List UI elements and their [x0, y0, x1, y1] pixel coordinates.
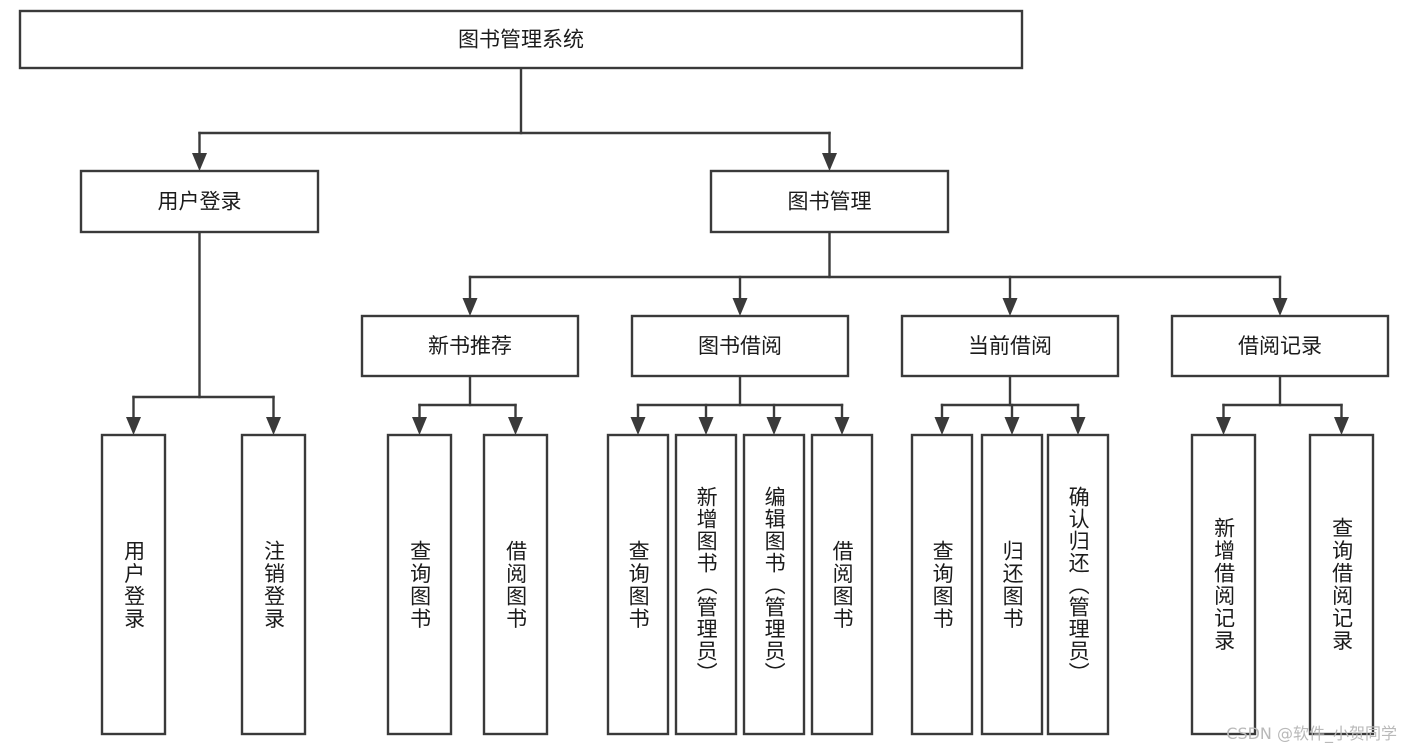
edge-borrow-arrow-3 — [834, 417, 850, 435]
node-label-level1-0: 用户登录 — [158, 190, 242, 214]
node-label-level2-1: 图书借阅 — [698, 334, 782, 358]
node-box-level2-2[interactable] — [900, 314, 1120, 378]
leaf-box-8[interactable] — [910, 433, 974, 736]
connector-layer — [126, 66, 1349, 435]
edge-records-arrow-0 — [1216, 417, 1231, 435]
node-label-level2-0: 新书推荐 — [428, 334, 512, 358]
edge-root-arrow-1 — [822, 153, 837, 171]
leaf-box-10[interactable] — [1046, 433, 1110, 736]
edge-current-arrow-2 — [1070, 417, 1086, 435]
edge-bookmgmt-arrow-1 — [732, 298, 748, 316]
edge-current-arrow-0 — [934, 417, 950, 435]
leaf-box-5[interactable] — [674, 433, 738, 736]
leaf-box-4[interactable] — [606, 433, 670, 736]
node-label-level2-2: 当前借阅 — [968, 334, 1052, 358]
node-box-level1-0[interactable] — [79, 169, 320, 234]
node-box-level2-1[interactable] — [630, 314, 850, 378]
edge-borrow-arrow-2 — [766, 417, 782, 435]
leaf-box-3[interactable] — [482, 433, 549, 736]
node-box-level1-1[interactable] — [709, 169, 950, 234]
edge-userlogin-arrow-1 — [266, 417, 281, 435]
edge-newbooks-arrow-1 — [508, 417, 523, 435]
node-label-root: 图书管理系统 — [458, 28, 584, 52]
edge-records-arrow-1 — [1334, 417, 1349, 435]
leaf-box-11[interactable] — [1190, 433, 1257, 736]
leaf-box-12[interactable] — [1308, 433, 1375, 736]
edge-current-arrow-1 — [1004, 417, 1020, 435]
leaf-box-2[interactable] — [386, 433, 453, 736]
edge-root-arrow-0 — [192, 153, 207, 171]
edge-newbooks-arrow-0 — [412, 417, 427, 435]
node-box-root[interactable] — [18, 9, 1024, 70]
leaf-box-1[interactable] — [240, 433, 307, 736]
node-box-level2-0[interactable] — [360, 314, 580, 378]
node-label-level1-1: 图书管理 — [788, 190, 872, 214]
node-box-level2-3[interactable] — [1170, 314, 1390, 378]
edge-userlogin-arrow-0 — [126, 417, 141, 435]
edge-bookmgmt-arrow-0 — [462, 298, 478, 316]
edge-bookmgmt-arrow-2 — [1002, 298, 1018, 316]
leaf-box-9[interactable] — [980, 433, 1044, 736]
edge-borrow-arrow-0 — [630, 417, 646, 435]
edge-borrow-arrow-1 — [698, 417, 714, 435]
leaf-box-0[interactable] — [100, 433, 167, 736]
leaf-box-7[interactable] — [810, 433, 874, 736]
leaf-box-6[interactable] — [742, 433, 806, 736]
edge-bookmgmt-arrow-3 — [1272, 298, 1288, 316]
box-layer — [18, 9, 1390, 736]
watermark: CSDN @软件_小贺同学 — [1226, 724, 1397, 743]
node-label-level2-3: 借阅记录 — [1238, 334, 1322, 358]
